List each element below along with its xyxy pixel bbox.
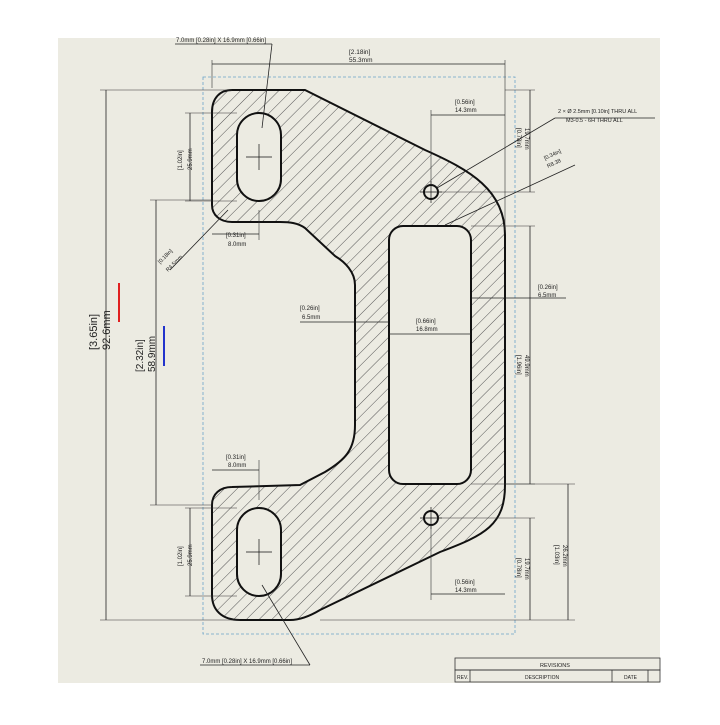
hole-x-mm-bottom: 14.3mm — [455, 588, 477, 594]
rail-in: [0.26in] — [538, 285, 558, 291]
dim-web-thickness: [0.26in] 6.5mm — [300, 306, 389, 323]
pocket-width-in: [0.66in] — [416, 319, 436, 325]
radius-mm: R8.38 — [546, 158, 562, 170]
slot-offset-mm-bottom: 8.0mm — [228, 463, 246, 469]
dim-pocket-width: [0.66in] 16.8mm — [389, 319, 471, 335]
inner-height-in: [2.32in] — [135, 339, 146, 372]
dim-lower-height: [1.03in] 26.2mm — [505, 483, 575, 621]
slot-top-callout: 7.0mm [0.28in] X 16.9mm [0.66in] — [176, 38, 266, 44]
dim-slot-length-bottom: [1.02in] 25.9mm — [178, 507, 237, 597]
center-pocket — [388, 225, 472, 485]
title-rev: REV. — [457, 675, 468, 681]
slot-length-mm-bottom: 25.9mm — [188, 544, 194, 566]
web-in: [0.26in] — [300, 306, 320, 312]
dim-slot-offset-top: [0.31in] 8.0mm — [212, 210, 260, 248]
title-revisions: REVISIONS — [540, 663, 570, 669]
dim-rail: [0.26in] 6.5mm — [471, 285, 566, 299]
lower-height-mm: 26.2mm — [561, 545, 567, 567]
dim-slot-offset-bottom: [0.31in] 8.0mm — [212, 455, 260, 500]
slot-offset-in-bottom: [0.31in] — [226, 455, 246, 461]
hole-note-callout: 2 × Ø 2.5mm [0.10in] THRU ALL M3-0.5 - 6… — [436, 109, 655, 189]
dim-slot-bottom: 7.0mm [0.28in] X 16.9mm [0.66in] — [200, 584, 311, 666]
hole-x-in-top: [0.56in] — [455, 100, 475, 106]
title-block: REVISIONS REV. DESCRIPTION DATE — [454, 657, 661, 683]
rail-mm: 6.5mm — [538, 293, 556, 299]
slot-bottom-callout: 7.0mm [0.28in] X 16.9mm [0.66in] — [202, 659, 292, 665]
part-outline — [211, 89, 506, 621]
web-mm: 6.5mm — [302, 315, 320, 321]
dim-hole-y-bottom: [0.78in] 19.7mm — [320, 517, 535, 621]
dim-overall-width: [2.18in] 55.3mm — [211, 49, 506, 230]
dim-inner-height: [2.32in] 58.9mm — [135, 199, 212, 506]
slot-length-in-top: [1.02in] — [178, 150, 184, 170]
slot-offset-in-top: [0.31in] — [226, 233, 246, 239]
pocket-width-mm: 16.8mm — [416, 327, 438, 333]
pocket-height-in: [1.96in] — [515, 355, 521, 375]
overall-width-in: [2.18in] — [349, 49, 371, 56]
dim-slot-top: 7.0mm [0.28in] X 16.9mm [0.66in] — [175, 38, 273, 129]
dim-overall-height: [3.65in] 92.6mm — [88, 89, 240, 621]
hole-x-in-bottom: [0.56in] — [455, 580, 475, 586]
title-date: DATE — [624, 675, 638, 681]
dim-hole-x-top: [0.56in] 14.3mm — [430, 100, 505, 185]
overall-height-mm: 92.6mm — [101, 310, 113, 350]
title-description: DESCRIPTION — [525, 675, 560, 681]
overall-width-mm: 55.3mm — [349, 57, 372, 64]
hole-y-in-top: [0.78in] — [515, 128, 521, 148]
hole-y-mm-bottom: 19.7mm — [523, 558, 529, 580]
dim-hole-x-bottom: [0.56in] 14.3mm — [430, 525, 505, 600]
slot-length-in-bottom: [1.02in] — [178, 546, 184, 566]
hole-y-mm-top: 19.7mm — [523, 128, 529, 150]
dim-hole-y-top: [0.78in] 19.7mm — [437, 89, 535, 193]
slot-length-mm-top: 25.9mm — [188, 148, 194, 170]
hole-note-1: 2 × Ø 2.5mm [0.10in] THRU ALL — [558, 109, 637, 115]
lower-height-in: [1.03in] — [553, 545, 559, 565]
hole-note-2: M3-0.5 - 6H THRU ALL — [566, 118, 623, 124]
pocket-height-mm: 49.9mm — [523, 355, 529, 377]
hole-y-in-bottom: [0.78in] — [515, 558, 521, 578]
dim-slot-length-top: [1.02in] 25.9mm — [178, 112, 237, 202]
hole-x-mm-top: 14.3mm — [455, 108, 477, 114]
inner-height-mm: 58.9mm — [147, 336, 158, 372]
slot-offset-mm-top: 8.0mm — [228, 242, 246, 248]
overall-height-in: [3.65in] — [88, 314, 100, 350]
